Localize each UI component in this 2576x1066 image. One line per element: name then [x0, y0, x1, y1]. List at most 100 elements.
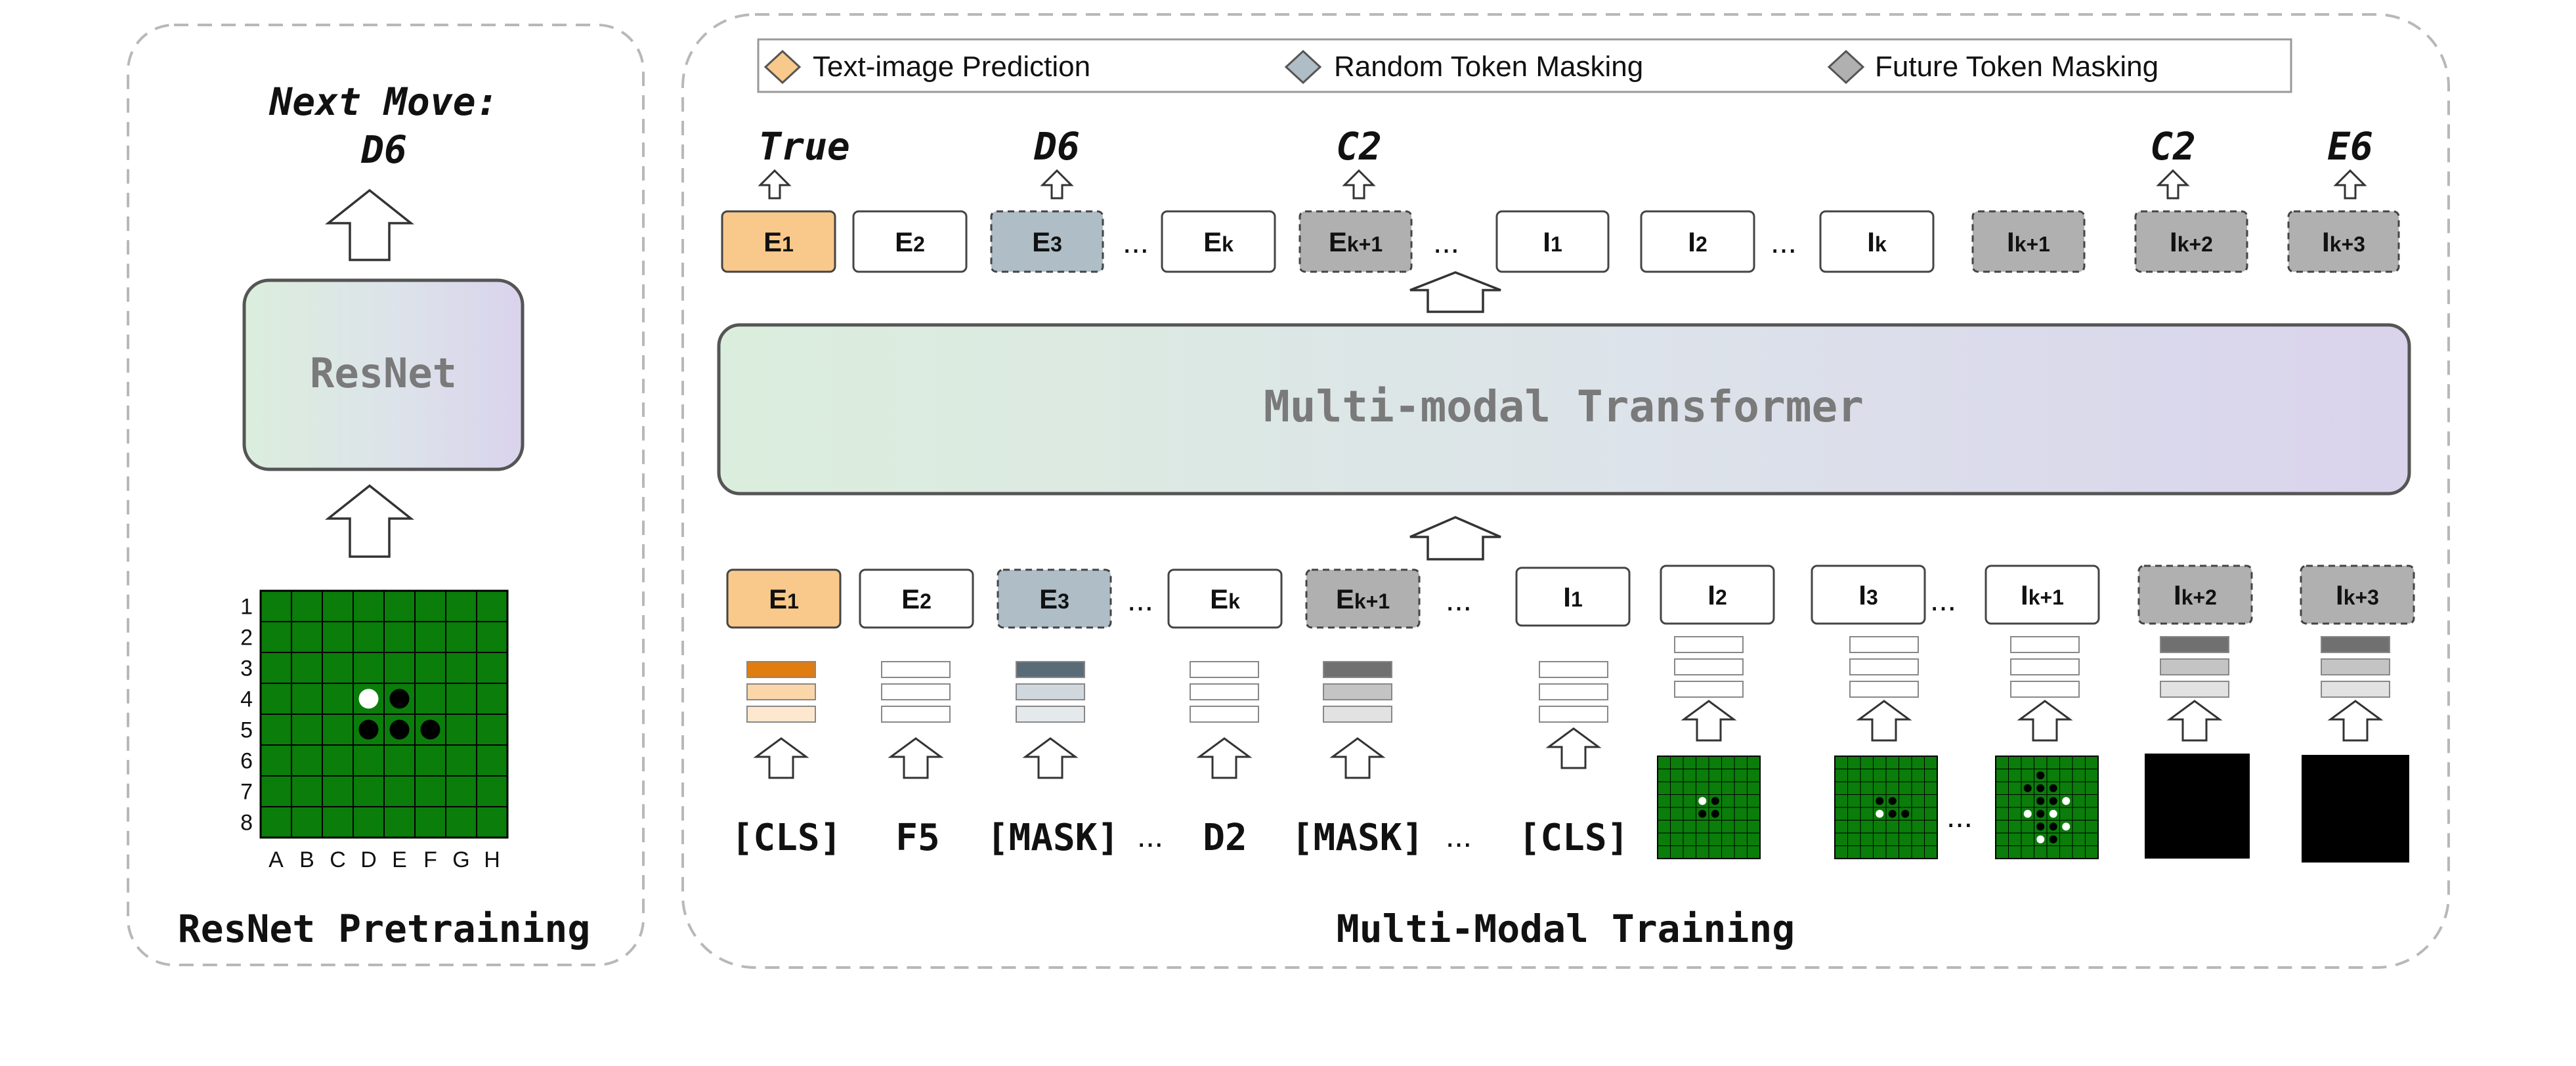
- token-label: I1: [1563, 582, 1582, 612]
- legend-label-random: Random Token Masking: [1334, 51, 1643, 83]
- board-col-label: C: [330, 847, 346, 872]
- token-subscript: k: [1222, 232, 1234, 256]
- embedding-bar: [1539, 706, 1608, 723]
- up-arrow-icon: [1545, 727, 1602, 769]
- output-label: E6: [2327, 124, 2373, 169]
- token-base: E: [763, 226, 782, 257]
- token-base: I: [2021, 580, 2029, 610]
- black-stone: [2036, 809, 2045, 818]
- embedding-bar: [2160, 681, 2229, 698]
- token-box-frame: [1811, 565, 1926, 625]
- token-box: I2: [1660, 565, 1775, 625]
- board-row-label: 4: [240, 687, 253, 712]
- token-label: Ek: [1210, 584, 1240, 614]
- token-box: Ek+1: [1305, 568, 1421, 629]
- white-stone: [2062, 822, 2071, 831]
- token-subscript: 1: [782, 232, 794, 256]
- embedding-bar: [1190, 706, 1259, 723]
- black-stone: [389, 719, 410, 740]
- output-label: C2: [1336, 124, 1382, 169]
- token-label: E1: [763, 226, 794, 257]
- token-subscript: k+3: [2344, 586, 2379, 609]
- token-base: I: [2174, 580, 2181, 610]
- token-label: I3: [1858, 580, 1878, 610]
- black-stone: [2049, 822, 2057, 831]
- token-box-frame: [1515, 566, 1631, 627]
- up-arrow-icon: [753, 737, 809, 779]
- token-subscript: k: [1228, 589, 1240, 613]
- up-arrow-icon: [324, 188, 415, 261]
- token-box-frame: [852, 210, 968, 273]
- next-move-label: Next Move:: [268, 79, 498, 124]
- right-caption: Multi-Modal Training: [1337, 906, 1795, 951]
- embedding-bar: [2160, 658, 2229, 675]
- left-caption: ResNet Pretraining: [178, 906, 591, 951]
- token-box: Ik+3: [2287, 210, 2400, 273]
- token-base: I: [1867, 226, 1875, 257]
- input-token-text: D2: [1203, 817, 1247, 859]
- embedding-bar: [1190, 683, 1259, 700]
- token-box-frame: [1495, 210, 1610, 273]
- input-token-text: [CLS]: [1518, 817, 1629, 859]
- embedding-bar: [1539, 683, 1608, 700]
- token-box: Ik+2: [2137, 565, 2253, 625]
- token-box-frame: [1985, 565, 2100, 625]
- input-token-text: F5: [895, 817, 939, 859]
- token-label: E3: [1032, 226, 1062, 257]
- white-stone: [358, 689, 379, 709]
- token-box: Ek+1: [1299, 210, 1413, 273]
- right-panel: [681, 13, 2450, 969]
- up-arrow-icon: [2327, 700, 2384, 742]
- token-label: I2: [1707, 580, 1727, 610]
- up-arrow-icon: [324, 484, 415, 558]
- token-base: I: [1688, 226, 1696, 257]
- token-subscript: k+2: [2178, 232, 2213, 256]
- embedding-bar: [881, 706, 951, 723]
- black-stone: [1888, 797, 1897, 805]
- embedding-bar: [2010, 636, 2080, 653]
- black-stone: [420, 719, 440, 740]
- up-arrow-icon: [2017, 700, 2073, 742]
- ellipsis: ...: [1433, 225, 1459, 260]
- token-subscript: 2: [1715, 586, 1727, 609]
- up-arrow-icon: [1681, 700, 1737, 742]
- token-base: E: [1203, 226, 1222, 257]
- input-labels: [CLS]F5[MASK]D2[MASK][CLS]: [731, 817, 1629, 859]
- token-subscript: k+1: [2029, 586, 2064, 609]
- token-label: I1: [1543, 226, 1562, 257]
- token-box-frame: [721, 210, 836, 273]
- token-box: Ik: [1819, 210, 1935, 273]
- token-subscript: k+1: [2015, 232, 2050, 256]
- up-arrow-icon: [1409, 271, 1501, 313]
- input-token-text: [CLS]: [731, 817, 842, 859]
- ellipses: ...........................: [1123, 225, 1973, 854]
- token-box: E1: [721, 210, 836, 273]
- black-stone: [358, 719, 379, 740]
- gray-diamond-icon: [1284, 49, 1322, 85]
- token-label: Ik+1: [2007, 226, 2050, 257]
- token-subscript: 1: [1551, 232, 1562, 256]
- embedding-bar: [1849, 681, 1919, 698]
- token-box-frame: [859, 568, 974, 629]
- token-box: I3: [1811, 565, 1926, 625]
- input-token-text: [MASK]: [987, 817, 1119, 859]
- token-label: E3: [1039, 584, 1069, 614]
- token-label: Ik+3: [2322, 226, 2365, 257]
- embedding-bar: [1323, 683, 1392, 700]
- legend-label-future: Future Token Masking: [1875, 51, 2158, 83]
- token-subscript: 3: [1866, 586, 1878, 609]
- token-subscript: 2: [1696, 232, 1707, 256]
- token-base: I: [2336, 580, 2344, 610]
- token-subscript: 3: [1050, 232, 1062, 256]
- token-label: Ek+1: [1329, 226, 1383, 257]
- embedding-bar: [1016, 683, 1085, 700]
- token-subscript: k+1: [1354, 589, 1390, 613]
- embedding-bar: [2321, 636, 2390, 653]
- white-stone: [2023, 809, 2032, 818]
- embedding-bar: [1539, 661, 1608, 678]
- token-box-frame: [726, 568, 842, 629]
- token-box-frame: [1305, 568, 1421, 629]
- black-stone: [389, 689, 410, 709]
